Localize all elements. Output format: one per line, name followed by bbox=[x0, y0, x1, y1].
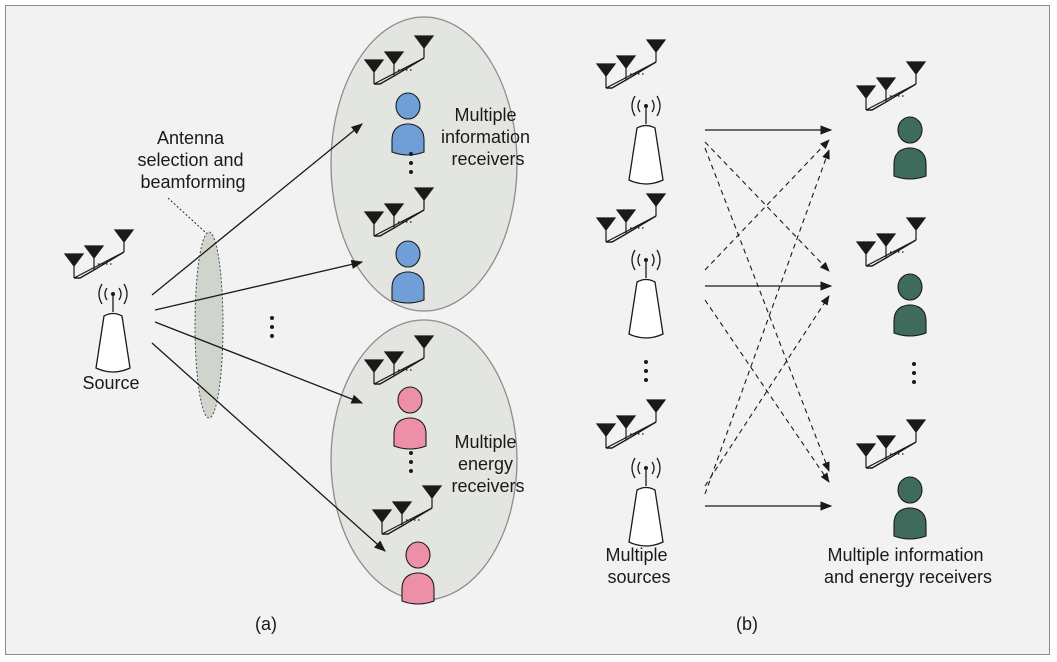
mixed-receiver-2-antenna-icon bbox=[856, 217, 926, 267]
beamforming-leader-line bbox=[167, 197, 206, 233]
beam-arrow-2 bbox=[154, 259, 364, 311]
beam-arrows bbox=[151, 123, 386, 552]
info-receivers-label: Multiple information receivers bbox=[441, 105, 535, 169]
beam-arrow-1 bbox=[151, 123, 363, 296]
panel-b: Multiple sources Multiple informatio bbox=[596, 39, 992, 634]
sources-label: Multiple sources bbox=[605, 545, 672, 587]
figure-frame bbox=[5, 5, 1050, 655]
link-dashed-3 bbox=[704, 139, 830, 271]
link-arrows bbox=[705, 125, 833, 511]
beam-arrow-4 bbox=[151, 342, 386, 552]
source-1-tower-icon bbox=[628, 95, 664, 185]
link-dashed-1 bbox=[704, 141, 830, 272]
mixed-receivers-label: Multiple information and energy receiver… bbox=[824, 545, 992, 587]
mixed-receiver-2-icon bbox=[893, 273, 927, 337]
source-ellipsis-dots bbox=[644, 360, 648, 382]
info-receiver-group-ellipse bbox=[330, 16, 518, 312]
link-dashed-2 bbox=[704, 147, 830, 472]
source-2-antenna-icon bbox=[596, 193, 666, 243]
beam-arrow-3 bbox=[154, 321, 364, 404]
source-3-tower-icon bbox=[628, 457, 664, 547]
receiver-ellipsis-dots bbox=[912, 362, 916, 384]
source-label: Source bbox=[82, 373, 139, 393]
mixed-receiver-3-icon bbox=[893, 476, 927, 540]
mixed-receiver-1-icon bbox=[893, 116, 927, 180]
beamforming-label: Antenna selection and beamforming bbox=[137, 128, 248, 192]
source-antenna-icon bbox=[64, 229, 134, 279]
link-dashed-6 bbox=[704, 149, 830, 495]
panel-a: Source Multiple information receivers bbox=[64, 16, 535, 634]
source-3-antenna-icon bbox=[596, 399, 666, 449]
source-1-antenna-icon bbox=[596, 39, 666, 89]
link-dashed-arrows bbox=[704, 139, 830, 495]
panel-b-caption: (b) bbox=[736, 614, 758, 634]
mixed-receiver-3-antenna-icon bbox=[856, 419, 926, 469]
energy-receiver-ellipsis-dots bbox=[409, 451, 413, 473]
source-2-tower-icon bbox=[628, 249, 664, 339]
mixed-receiver-1-antenna-icon bbox=[856, 61, 926, 111]
link-dashed-5 bbox=[704, 295, 830, 487]
energy-receivers-label: Multiple energy receivers bbox=[451, 432, 524, 496]
info-receiver-ellipsis-dots bbox=[409, 152, 413, 174]
group-ellipsis-dots bbox=[270, 316, 274, 338]
link-dashed-4 bbox=[704, 299, 830, 483]
beamforming-ellipse bbox=[194, 231, 224, 419]
source-tower-icon bbox=[95, 283, 131, 373]
panel-a-caption: (a) bbox=[255, 614, 277, 634]
